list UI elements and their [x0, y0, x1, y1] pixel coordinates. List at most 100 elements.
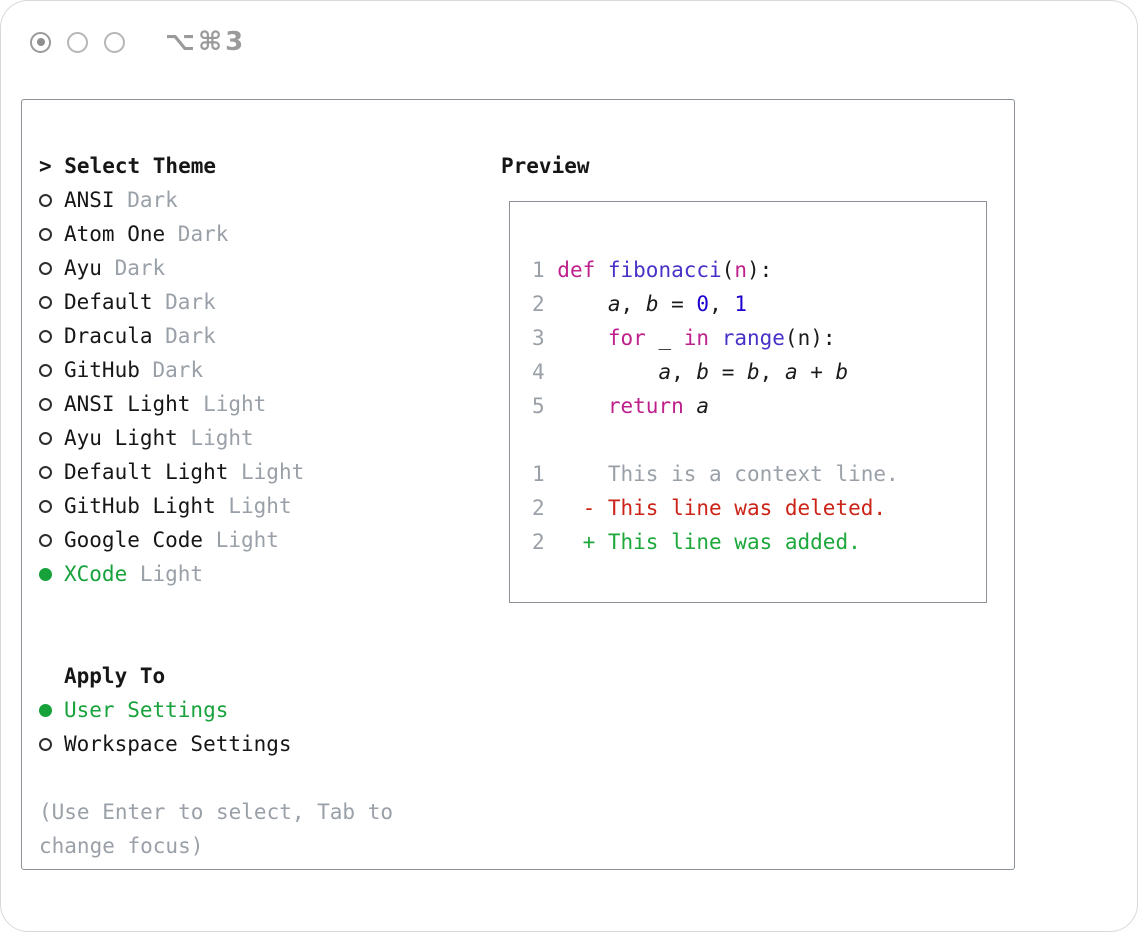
- theme-name: ANSI: [64, 188, 128, 212]
- theme-option-github-light[interactable]: GitHub Light Light: [39, 489, 453, 523]
- theme-variant: Light: [139, 562, 204, 586]
- radio-icon: [39, 329, 52, 343]
- radio-icon: [39, 363, 52, 377]
- code-token: a: [696, 394, 710, 418]
- apply-option-user-settings[interactable]: User Settings: [39, 693, 453, 727]
- theme-option-ayu[interactable]: Ayu Dark: [39, 251, 453, 285]
- apply-option-label: Workspace Settings: [64, 732, 292, 756]
- diff-line-deleted: 2 - This line was deleted.: [532, 491, 986, 525]
- radio-selected-icon: [39, 567, 52, 581]
- preview-header: Preview: [501, 154, 590, 178]
- code-token: b: [645, 292, 659, 316]
- apply-option-label: User Settings: [64, 698, 229, 722]
- theme-option-ansi[interactable]: ANSI Dark: [39, 183, 453, 217]
- traffic-light-minimize-button[interactable]: [67, 31, 88, 53]
- apply-option-workspace-settings[interactable]: Workspace Settings: [39, 727, 453, 761]
- theme-option-default[interactable]: Default Dark: [39, 285, 453, 319]
- code-line-3: 3 for _ in range(n):: [532, 321, 986, 355]
- radio-icon: [39, 737, 52, 751]
- code-token: return: [607, 394, 684, 418]
- code-token: =: [658, 292, 697, 316]
- code-token: a: [784, 360, 798, 384]
- radio-icon: [39, 431, 52, 445]
- theme-name: XCode: [64, 562, 140, 586]
- theme-option-github[interactable]: GitHub Dark: [39, 353, 453, 387]
- code-token: +: [797, 360, 836, 384]
- select-theme-header: > Select Theme: [39, 154, 217, 178]
- theme-option-xcode[interactable]: XCode Light: [39, 557, 453, 591]
- radio-icon: [39, 193, 52, 207]
- theme-variant: Dark: [177, 222, 229, 246]
- radio-icon: [39, 465, 52, 479]
- theme-variant: Dark: [152, 358, 204, 382]
- radio-icon: [39, 397, 52, 411]
- code-line-2: 2 a, b = 0, 1: [532, 287, 986, 321]
- apply-to-header: Apply To: [64, 664, 166, 688]
- theme-option-default-light[interactable]: Default Light Light: [39, 455, 453, 489]
- diff-line-added: 2 + This line was added.: [532, 525, 986, 559]
- code-line-1: 1 def fibonacci(n):: [532, 253, 986, 287]
- theme-variant: Light: [228, 494, 292, 518]
- code-token: ,: [671, 360, 697, 384]
- radio-icon: [39, 533, 52, 547]
- diff-preview-block: 1 This is a context line.2 - This line w…: [510, 457, 986, 559]
- theme-option-google-code[interactable]: Google Code Light: [39, 523, 453, 557]
- code-line-5: 5 return a: [532, 389, 986, 423]
- code-token: =: [709, 360, 747, 384]
- code-token: a: [658, 360, 672, 384]
- theme-option-ansi-light[interactable]: ANSI Light Light: [39, 387, 453, 421]
- code-token: [557, 360, 658, 384]
- code-token: def: [557, 258, 608, 282]
- code-token: ):: [746, 258, 773, 282]
- theme-name: Ayu Light: [64, 426, 191, 450]
- theme-name: GitHub Light: [64, 494, 229, 518]
- theme-variant: Light: [190, 426, 254, 450]
- code-token: _: [645, 326, 684, 350]
- code-token: [709, 326, 722, 350]
- code-token: b: [835, 360, 849, 384]
- line-number: 3: [532, 326, 558, 350]
- code-token: ,: [620, 292, 646, 316]
- code-token: (n):: [784, 326, 836, 350]
- theme-name: Atom One: [64, 222, 178, 246]
- code-token: [557, 292, 608, 316]
- code-token: n: [734, 258, 747, 282]
- traffic-light-close-button[interactable]: [30, 31, 51, 53]
- line-number: 1: [532, 462, 545, 486]
- theme-name: GitHub: [64, 358, 153, 382]
- theme-variant: Dark: [165, 324, 216, 348]
- theme-name: Dracula: [64, 324, 166, 348]
- code-token: fibonacci: [607, 258, 722, 282]
- hint-text: (Use Enter to select, Tab to change focu…: [39, 800, 394, 858]
- code-token: ,: [759, 360, 785, 384]
- line-number: 5: [532, 394, 558, 418]
- theme-name: ANSI Light: [64, 392, 204, 416]
- theme-option-ayu-light[interactable]: Ayu Light Light: [39, 421, 453, 455]
- theme-option-dracula[interactable]: Dracula Dark: [39, 319, 453, 353]
- code-token: a: [607, 292, 621, 316]
- code-token: [684, 394, 697, 418]
- line-number: 4: [532, 360, 558, 384]
- code-token: 1: [734, 292, 748, 316]
- radio-icon: [39, 499, 52, 513]
- code-token: (: [721, 258, 735, 282]
- line-number: 1: [532, 258, 558, 282]
- theme-name: Default: [64, 290, 166, 314]
- diff-line-context: 1 This is a context line.: [532, 457, 986, 491]
- theme-name: Google Code: [64, 528, 216, 552]
- radio-icon: [39, 295, 52, 309]
- line-number: 2: [532, 496, 545, 520]
- window-title-shortcut: ⌥⌘3: [165, 27, 247, 57]
- code-token: in: [683, 326, 710, 350]
- theme-variant: Light: [241, 460, 305, 484]
- code-token: b: [747, 360, 760, 384]
- diff-text: + This line was added.: [544, 530, 861, 554]
- theme-option-atom-one[interactable]: Atom One Dark: [39, 217, 453, 251]
- traffic-light-dot-icon: [36, 38, 45, 46]
- traffic-light-zoom-button[interactable]: [104, 31, 125, 53]
- theme-name: Ayu: [64, 256, 115, 280]
